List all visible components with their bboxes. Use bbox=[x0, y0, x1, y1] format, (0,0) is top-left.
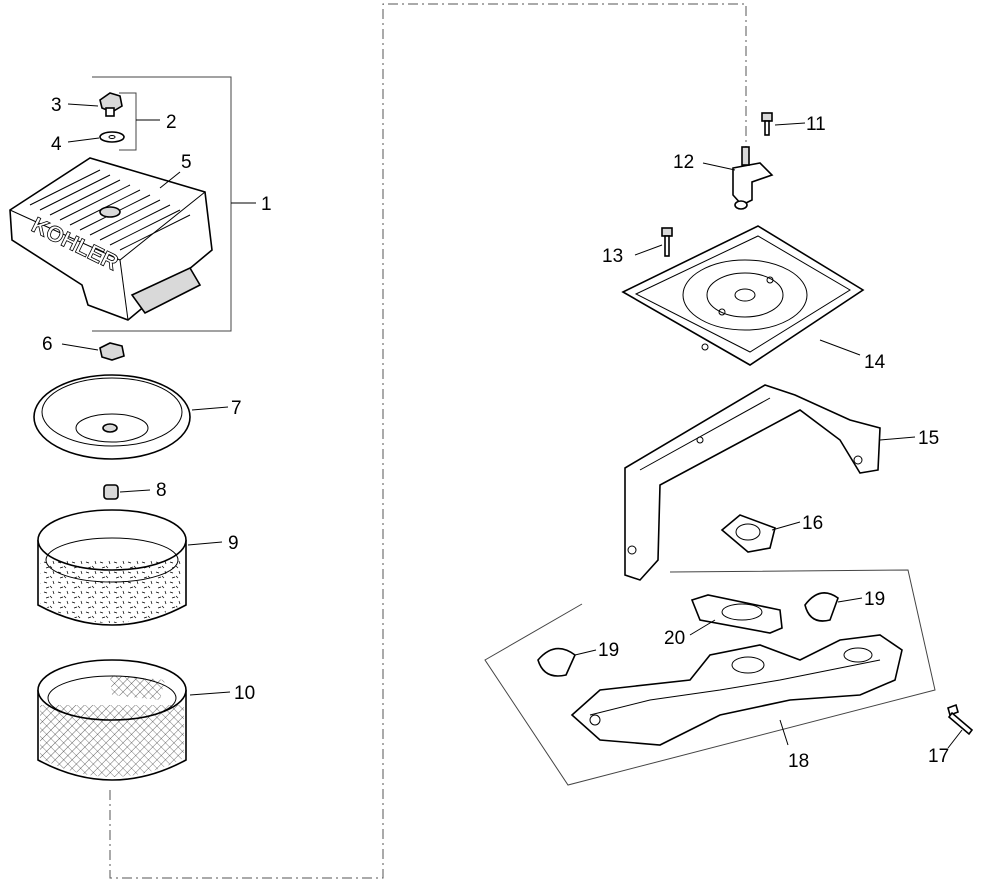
part-7-base-plate bbox=[33, 374, 191, 460]
callout-16: 16 bbox=[802, 513, 823, 534]
callout-17: 17 bbox=[928, 746, 949, 767]
part-20-gasket bbox=[690, 594, 783, 634]
callout-2: 2 bbox=[166, 112, 177, 133]
part-11-bolt bbox=[761, 112, 773, 136]
callout-15: 15 bbox=[918, 428, 939, 449]
callout-8: 8 bbox=[156, 480, 167, 501]
callout-11: 11 bbox=[806, 114, 826, 135]
callout-19-left: 19 bbox=[598, 640, 619, 661]
callout-13: 13 bbox=[602, 246, 623, 267]
part-15-frame-bracket bbox=[624, 384, 881, 581]
callout-5: 5 bbox=[181, 152, 192, 173]
callout-9: 9 bbox=[228, 533, 239, 554]
part-9-precleaner bbox=[37, 509, 187, 626]
part-19-o-ring-right bbox=[804, 592, 839, 622]
leader-lines bbox=[61, 103, 963, 749]
callout-7: 7 bbox=[231, 398, 242, 419]
part-4-washer bbox=[99, 131, 125, 143]
callout-6: 6 bbox=[42, 334, 53, 355]
dashed-alignment-line bbox=[109, 3, 747, 879]
part-5-air-cleaner-cover: KOHLER bbox=[9, 157, 213, 321]
callout-1: 1 bbox=[261, 194, 272, 215]
part-13-bolt bbox=[661, 227, 673, 257]
part-19-o-ring-left bbox=[537, 647, 576, 677]
group-bracket-18 bbox=[484, 569, 936, 786]
callout-18: 18 bbox=[788, 751, 809, 772]
part-8-grommet bbox=[103, 484, 119, 500]
callout-20: 20 bbox=[664, 628, 685, 649]
callout-10: 10 bbox=[234, 683, 255, 704]
part-3-knob bbox=[99, 92, 123, 117]
callout-19-right: 19 bbox=[864, 589, 885, 610]
part-18-intake-manifold bbox=[570, 634, 903, 746]
group-bracket-1 bbox=[92, 76, 232, 332]
group-bracket-2 bbox=[119, 92, 137, 151]
part-14-base-tray bbox=[621, 225, 865, 366]
part-10-filter-element bbox=[37, 659, 187, 781]
callout-4: 4 bbox=[51, 134, 62, 155]
part-17-bolt bbox=[947, 703, 974, 736]
callout-14: 14 bbox=[864, 352, 886, 373]
part-6-wing-nut bbox=[99, 342, 125, 361]
part-12-bracket bbox=[732, 146, 774, 210]
callout-12: 12 bbox=[673, 152, 694, 173]
callout-3: 3 bbox=[51, 95, 62, 116]
part-16-gasket bbox=[720, 514, 776, 553]
